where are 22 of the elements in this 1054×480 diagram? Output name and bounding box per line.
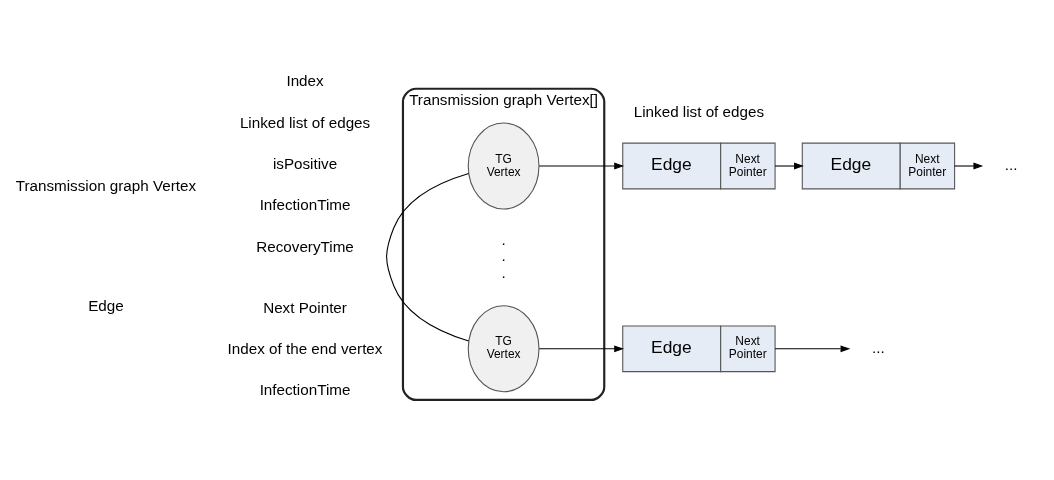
arrow xyxy=(774,162,804,170)
label: Linked list of edges xyxy=(633,102,765,120)
arrow xyxy=(954,162,984,170)
label: InfectionTime xyxy=(259,381,351,399)
label: isPositive xyxy=(272,154,338,172)
label: RecoveryTime xyxy=(256,237,354,255)
connector xyxy=(386,172,470,342)
node-ellipse: TG Vertex xyxy=(467,305,540,393)
arrow xyxy=(774,345,851,353)
label: Linked list of edges xyxy=(239,113,371,131)
arrow xyxy=(538,162,625,170)
node-text: ... xyxy=(872,338,885,356)
label: Index xyxy=(286,72,324,90)
node-ellipse: TG Vertex xyxy=(467,122,540,210)
arrow xyxy=(538,345,625,353)
label: Transmission graph Vertex xyxy=(15,176,197,194)
label: Next Pointer xyxy=(263,298,347,316)
label: Edge xyxy=(88,297,124,315)
label: InfectionTime xyxy=(259,196,351,214)
label: Index of the end vertex xyxy=(227,339,383,357)
node-text: ... xyxy=(1004,156,1018,174)
label: . . . xyxy=(501,231,506,281)
